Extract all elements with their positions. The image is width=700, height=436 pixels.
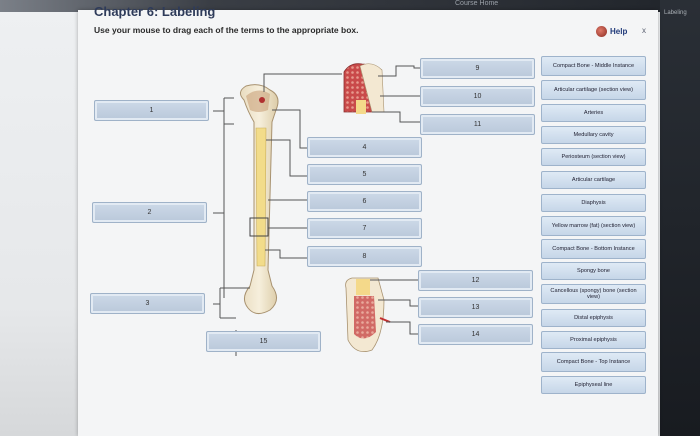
term-epiphyseal-line[interactable]: Epiphyseal line (541, 376, 646, 394)
drop-target-13[interactable]: 13 (418, 297, 533, 318)
term-diaphysis[interactable]: Diaphysis (541, 194, 646, 212)
drop-target-11[interactable]: 11 (420, 114, 535, 135)
term-compact-bone-top[interactable]: Compact Bone - Top Instance (541, 352, 646, 372)
term-yellow-marrow-section[interactable]: Yellow marrow (fat) (section view) (541, 216, 646, 236)
drop-target-4[interactable]: 4 (307, 137, 422, 158)
term-articular-cartilage-section[interactable]: Articular cartilage (section view) (541, 80, 646, 100)
term-compact-bone-bottom[interactable]: Compact Bone - Bottom Instance (541, 239, 646, 259)
long-bone (240, 84, 279, 314)
side-label: Labeling (664, 10, 687, 16)
top-section-view (343, 63, 385, 114)
drop-target-14[interactable]: 14 (418, 324, 533, 345)
help-icon (596, 25, 607, 37)
term-proximal-epiphysis[interactable]: Proximal epiphysis (541, 331, 646, 349)
close-button[interactable]: x (642, 26, 646, 35)
drop-target-7[interactable]: 7 (307, 218, 422, 239)
term-periosteum-section[interactable]: Periosteum (section view) (541, 148, 646, 166)
drop-target-8[interactable]: 8 (307, 246, 422, 267)
term-medullary-cavity[interactable]: Medullary cavity (541, 126, 646, 144)
term-cancellous-bone-section[interactable]: Cancellous (spongy) bone (section view) (541, 284, 646, 304)
drop-target-9[interactable]: 9 (420, 58, 535, 79)
drop-target-3[interactable]: 3 (90, 293, 205, 314)
term-compact-bone-middle[interactable]: Compact Bone - Middle Instance (541, 56, 646, 76)
term-spongy-bone[interactable]: Spongy bone (541, 262, 646, 280)
drop-target-15[interactable]: 15 (206, 331, 321, 352)
term-distal-epiphysis[interactable]: Distal epiphysis (541, 309, 646, 327)
bottom-section-view (345, 277, 391, 353)
drop-target-2[interactable]: 2 (92, 202, 207, 223)
right-strip: Labeling (660, 0, 700, 436)
drop-target-5[interactable]: 5 (307, 164, 422, 185)
drop-target-10[interactable]: 10 (420, 86, 535, 107)
drop-target-12[interactable]: 12 (418, 270, 533, 291)
top-bar: Course Home (0, 0, 700, 12)
term-arteries[interactable]: Arteries (541, 104, 646, 122)
help-label: Help (610, 26, 628, 36)
help-button[interactable]: Help (596, 24, 627, 38)
drop-target-1[interactable]: 1 (94, 100, 209, 121)
course-home-link[interactable]: Course Home (455, 0, 499, 7)
term-articular-cartilage[interactable]: Articular cartilage (541, 171, 646, 189)
page-title: Chapter 6: Labeling (94, 4, 216, 19)
drop-target-6[interactable]: 6 (307, 191, 422, 212)
instructions: Use your mouse to drag each of the terms… (94, 25, 359, 35)
